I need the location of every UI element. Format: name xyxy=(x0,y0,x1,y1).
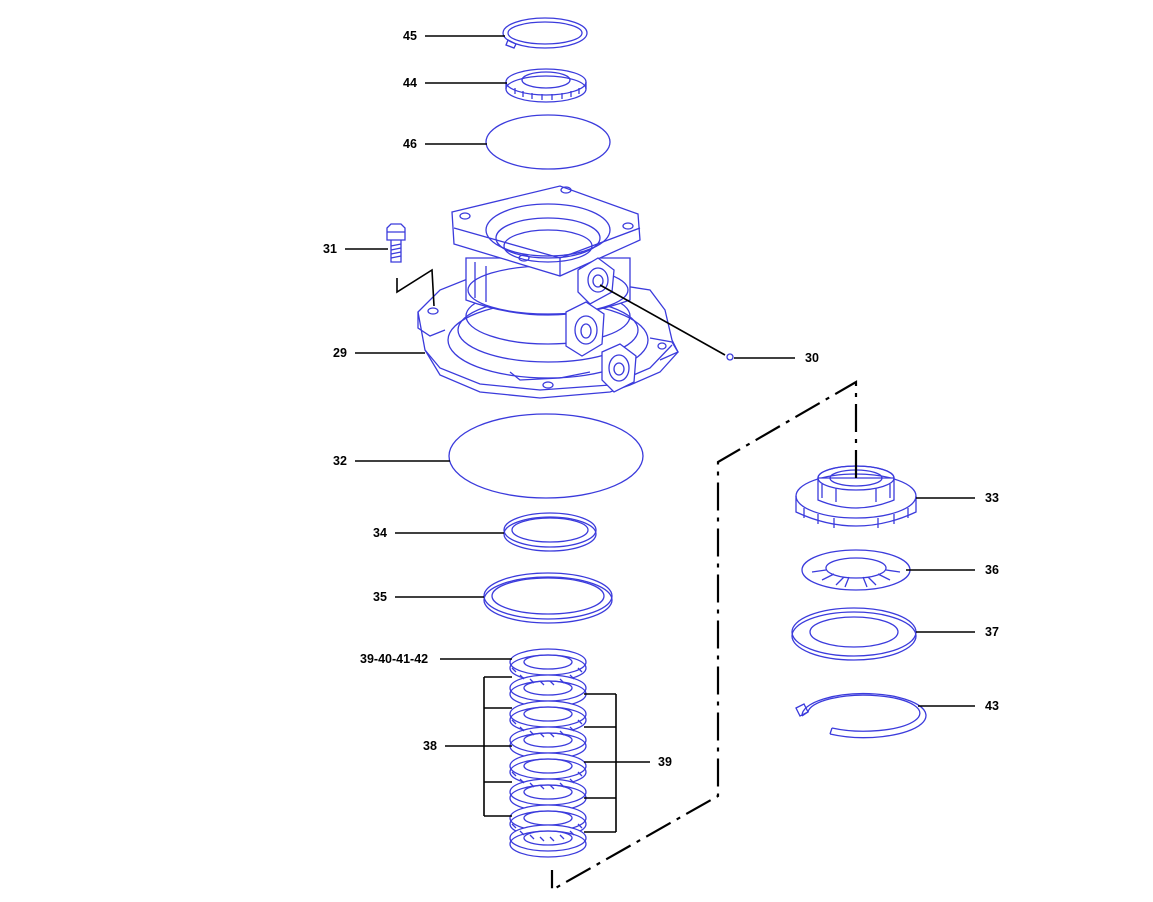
part-31-bolt xyxy=(386,223,406,263)
label-37: 37 xyxy=(985,625,999,639)
part-44-bearing xyxy=(505,68,587,103)
callout-labels: 45 44 46 31 29 30 32 34 35 39-40-41-42 3… xyxy=(323,29,999,769)
part-43-snap-ring xyxy=(795,692,927,739)
label-30: 30 xyxy=(805,351,819,365)
part-37-washer xyxy=(791,607,917,661)
label-29: 29 xyxy=(333,346,347,360)
label-39: 39 xyxy=(658,755,672,769)
part-36-disc-spring xyxy=(801,549,911,591)
part-45-snap-ring xyxy=(502,17,588,49)
label-35: 35 xyxy=(373,590,387,604)
clutch-plate xyxy=(509,804,587,838)
part-32-large-o-ring xyxy=(448,413,644,499)
clutch-plate xyxy=(509,824,587,858)
label-31: 31 xyxy=(323,242,337,256)
label-34: 34 xyxy=(373,526,387,540)
part-33-clutch-hub xyxy=(795,465,917,528)
part-30-plug xyxy=(726,353,734,361)
part-29-housing xyxy=(417,185,679,399)
label-33: 33 xyxy=(985,491,999,505)
leader-lines xyxy=(345,35,975,833)
label-32: 32 xyxy=(333,454,347,468)
label-43: 43 xyxy=(985,699,999,713)
part-34-ring xyxy=(503,512,597,552)
label-39-40-41-42: 39-40-41-42 xyxy=(360,652,428,666)
clutch-plate xyxy=(509,674,587,708)
part-46-o-ring xyxy=(485,114,611,170)
label-44: 44 xyxy=(403,76,417,90)
port-lower xyxy=(601,343,637,393)
label-45: 45 xyxy=(403,29,417,43)
assembly-center-line xyxy=(550,380,858,892)
clutch-pack xyxy=(509,648,587,858)
port-middle xyxy=(565,301,605,357)
label-38: 38 xyxy=(423,739,437,753)
label-36: 36 xyxy=(985,563,999,577)
label-46: 46 xyxy=(403,137,417,151)
part-35-ring xyxy=(483,572,613,624)
